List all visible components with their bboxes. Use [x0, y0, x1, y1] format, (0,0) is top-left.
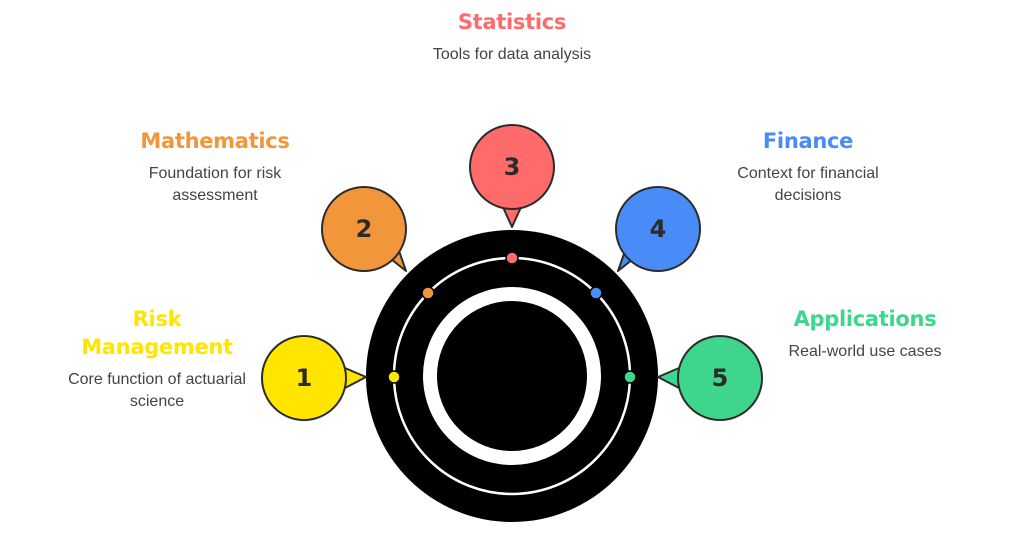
- bubble-3: 3: [469, 124, 555, 228]
- title-statistics: Statistics: [457, 10, 567, 34]
- bubble-1-tail: [344, 367, 367, 389]
- label-risk-management: Risk Management Core function of actuari…: [62, 305, 252, 413]
- bubble-2-circle: [321, 186, 407, 272]
- bubble-4-circle: [615, 186, 701, 272]
- hub-core: [440, 304, 584, 448]
- desc-statistics: Tools for data analysis: [432, 46, 592, 63]
- marker-5: [623, 370, 637, 384]
- label-applications: Applications Real-world use cases: [782, 305, 948, 363]
- bubble-3-circle: [469, 124, 555, 210]
- desc-applications: Real-world use cases: [788, 343, 942, 360]
- label-finance: Finance Context for financial decisions: [708, 127, 908, 207]
- marker-4: [589, 286, 603, 300]
- bubble-2: 2: [321, 186, 407, 272]
- bubble-4: 4: [615, 186, 701, 272]
- marker-2: [421, 286, 435, 300]
- bubble-3-number: 3: [504, 153, 521, 181]
- title-finance: Finance: [762, 129, 854, 153]
- marker-1: [387, 370, 401, 384]
- bubble-1: 1: [261, 335, 367, 421]
- label-statistics: Statistics Tools for data analysis: [432, 8, 592, 66]
- bubble-5-circle: [677, 335, 763, 421]
- title-applications: Applications: [793, 307, 937, 331]
- bubble-4-number: 4: [650, 215, 667, 243]
- desc-risk-management: Core function of actuarial science: [68, 371, 246, 410]
- title-mathematics: Mathematics: [140, 129, 290, 153]
- title-risk-management: Risk Management: [81, 307, 233, 359]
- label-mathematics: Mathematics Foundation for risk assessme…: [115, 127, 315, 207]
- hub-inner-ring: [423, 287, 601, 465]
- bubble-1-number: 1: [296, 364, 313, 392]
- bubble-5-tail: [657, 367, 680, 389]
- bubble-1-circle: [261, 335, 347, 421]
- marker-3: [505, 251, 519, 265]
- desc-finance: Context for financial decisions: [737, 165, 879, 204]
- desc-mathematics: Foundation for risk assessment: [148, 165, 282, 204]
- bubble-5: 5: [657, 335, 763, 421]
- bubble-5-number: 5: [712, 364, 729, 392]
- bubble-2-number: 2: [356, 215, 373, 243]
